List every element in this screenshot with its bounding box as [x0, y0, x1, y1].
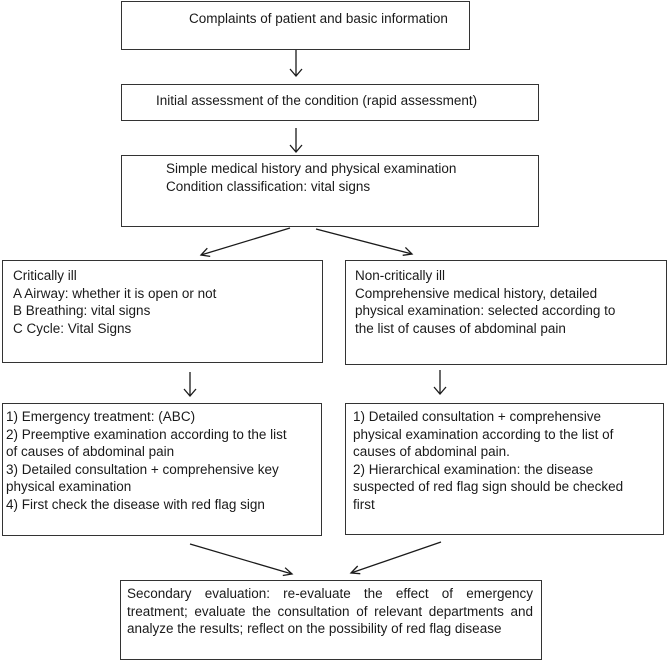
non-critically-ill-line-3: physical examination: selected according… [355, 303, 616, 318]
non-critically-ill-line-4: the list of causes of abdominal pain [355, 320, 566, 336]
secondary-evaluation-text: Secondary evaluation: re-evaluate the ef… [127, 586, 533, 636]
arrow-box3-to-critically-ill [199, 227, 291, 258]
critical-step-1: 1) Emergency treatment: (ABC) [6, 409, 196, 424]
box-critically-ill: Critically ill A Airway: whether it is o… [2, 260, 323, 363]
critically-ill-title: Critically ill [13, 268, 77, 283]
critically-ill-airway: A Airway: whether it is open or not [13, 285, 217, 301]
critical-step-2b: of causes of abdominal pain [6, 444, 175, 459]
noncritical-step-2a: 2) Hierarchical examination: the disease [353, 461, 594, 477]
arrow-box2-to-box3 [289, 128, 303, 153]
noncritical-step-1a: 1) Detailed consultation + comprehensive [353, 409, 602, 424]
critically-ill-breathing: B Breathing: vital signs [13, 303, 151, 318]
non-critically-ill-line-2: Comprehensive medical history, detailed [355, 285, 598, 301]
non-critically-ill-title: Non-critically ill [355, 268, 446, 283]
box-initial-assessment-text: Initial assessment of the condition (rap… [156, 93, 478, 108]
arrow-box3-to-non-critically-ill [315, 228, 414, 256]
box-critical-steps: 1) Emergency treatment: (ABC) 2) Preempt… [2, 403, 322, 536]
noncritical-step-2b: suspected of red flag sign should be che… [353, 479, 624, 494]
box-non-critically-ill: Non-critically ill Comprehensive medical… [345, 260, 667, 365]
box-secondary-evaluation: Secondary evaluation: re-evaluate the ef… [120, 580, 542, 660]
box-noncritical-steps: 1) Detailed consultation + comprehensive… [345, 403, 664, 535]
noncritical-step-1c: causes of abdominal pain. [353, 444, 510, 459]
arrow-critically-ill-to-steps [183, 372, 197, 397]
box-simple-history-line-1: Simple medical history and physical exam… [166, 161, 457, 176]
critically-ill-cycle: C Cycle: Vital Signs [13, 320, 132, 336]
arrow-critical-steps-to-secondary [189, 543, 294, 577]
box-simple-history: Simple medical history and physical exam… [121, 155, 539, 227]
box-initial-assessment: Initial assessment of the condition (rap… [121, 84, 539, 121]
critical-step-2a: 2) Preemptive examination according to t… [6, 426, 287, 442]
critical-step-4: 4) First check the disease with red flag… [6, 496, 265, 512]
box-complaints-basic-info: Complaints of patient and basic informat… [121, 1, 470, 50]
box-simple-history-line-2: Condition classification: vital signs [166, 178, 371, 194]
arrow-box1-to-box2 [289, 50, 303, 77]
noncritical-step-1b: physical examination according to the li… [353, 426, 614, 442]
critical-step-3b: physical examination [6, 479, 132, 494]
critical-step-3a: 3) Detailed consultation + comprehensive… [6, 461, 279, 477]
arrow-noncritical-steps-to-secondary [349, 541, 442, 575]
noncritical-step-2c: first [353, 496, 375, 512]
box-complaints-text: Complaints of patient and basic informat… [189, 11, 448, 26]
arrow-non-critically-ill-to-steps [433, 370, 447, 395]
